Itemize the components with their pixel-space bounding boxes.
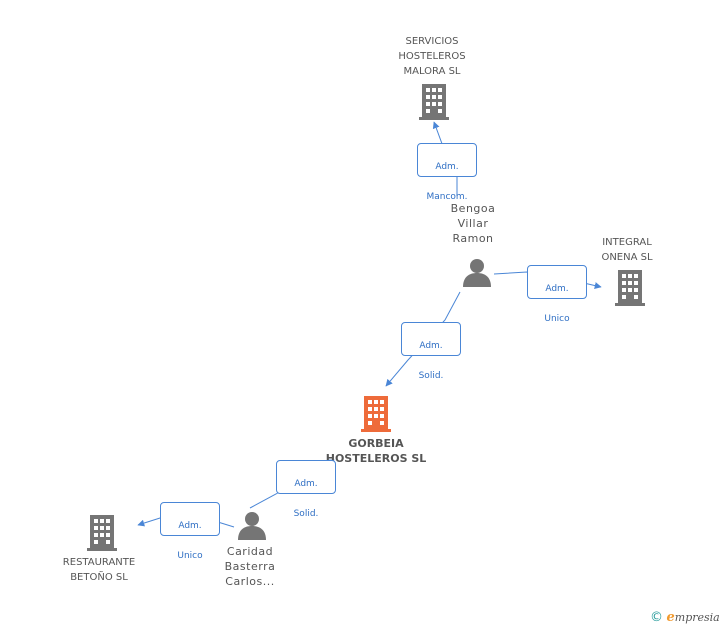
node-label-restaurante-betono[interactable]: RESTAURANTE BETOÑO SL [62,557,136,583]
role-line1: Adm. [435,162,459,172]
role-line1: Adm. [545,284,569,294]
role-badge-adm-unico-restaurante[interactable]: Adm. Unico [160,502,220,561]
role-line2: Unico [177,551,203,561]
role-line1: Adm. [178,521,202,531]
person-icon[interactable] [462,257,492,287]
role-badge-adm-solid-caridad[interactable]: Adm. Solid. [276,460,336,519]
node-label-integral-onena[interactable]: INTEGRAL ONENA SL [601,237,653,263]
role-line2: Unico [544,314,570,324]
building-icon[interactable] [87,515,117,551]
node-label-caridad-basterra-carlos[interactable]: Caridad Basterra Carlos... [224,545,276,588]
empresia-brand[interactable]: © empresia [650,610,728,628]
copyright-symbol: © [650,610,663,625]
brand-logo-e: e [666,610,675,625]
role-line1: Adm. [419,341,443,351]
role-line2: Solid. [293,509,319,519]
node-label-bengoa-villar-ramon[interactable]: Bengoa Villar Ramon [450,202,496,245]
person-icon[interactable] [237,510,267,540]
building-icon-main[interactable] [361,396,391,432]
building-icon[interactable] [419,84,449,120]
building-icon[interactable] [615,270,645,306]
role-line2: Mancom. [426,192,468,202]
role-line1: Adm. [294,479,318,489]
role-badge-adm-mancom[interactable]: Adm. Mancom. [417,143,477,202]
node-label-gorbeia-hosteleros[interactable]: GORBEIA HOSTELEROS SL [325,437,427,465]
brand-name: mpresia [674,611,720,624]
role-badge-adm-unico-integral[interactable]: Adm. Unico [527,265,587,324]
role-badge-adm-solid-bengoa[interactable]: Adm. Solid. [401,322,461,381]
role-line2: Solid. [418,371,444,381]
node-label-servicios-hosteleros-malora[interactable]: SERVICIOS HOSTELEROS MALORA SL [398,36,466,77]
